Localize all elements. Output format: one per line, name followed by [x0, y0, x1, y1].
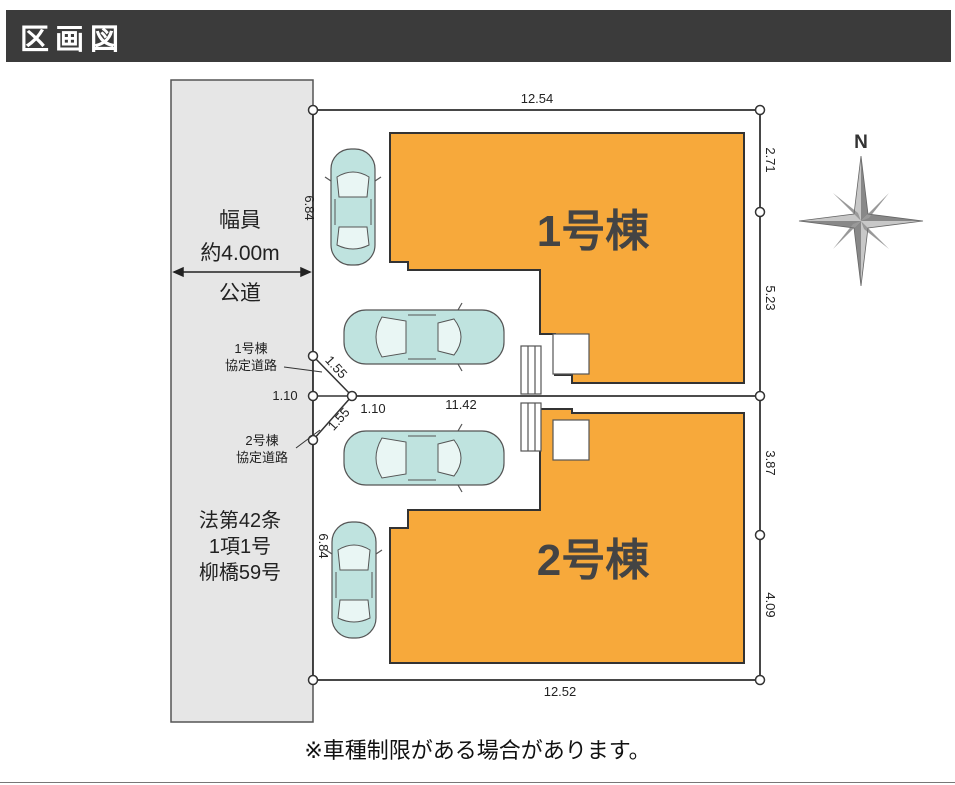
dim-left-lower: 6.84 [316, 533, 331, 558]
lot-2-label: 2号棟 [537, 536, 650, 585]
road-legal-line-3: 柳橋59号 [199, 561, 281, 584]
easement-2-leader [295, 429, 321, 449]
easement-1-line-2: 協定道路 [225, 358, 277, 373]
entrance-steps-1 [520, 333, 590, 395]
header-bar: 区画図 [6, 10, 951, 62]
easement-2-line-2: 協定道路 [236, 450, 288, 465]
compass-north-label: N [854, 132, 868, 153]
car-parking-1b [343, 302, 505, 372]
dim-corner-left: 1.10 [272, 388, 297, 403]
dim-corner-right: 1.10 [360, 401, 385, 416]
public-road [170, 79, 314, 723]
vehicle-restriction-note: ※車種制限がある場合があります。 [304, 739, 651, 764]
page-title: 区画図 [20, 22, 126, 56]
dim-top: 12.54 [521, 91, 554, 106]
compass-rose-icon [798, 155, 924, 287]
lot-1-label: 1号棟 [537, 207, 650, 256]
easement-2-line-1: 2号棟 [245, 433, 278, 448]
entrance-steps-2 [520, 402, 590, 461]
car-parking-2a [343, 423, 505, 493]
building-lot-2 [389, 408, 745, 664]
car-parking-2b [325, 521, 383, 639]
dim-right-2: 5.23 [763, 285, 778, 310]
road-width-arrow [172, 266, 312, 278]
easement-1-leader [283, 366, 323, 373]
road-width-value: 約4.00m [200, 242, 279, 265]
car-parking-1a [324, 148, 382, 266]
dim-left-upper: 6.84 [302, 195, 317, 220]
easement-1-line-1: 1号棟 [234, 341, 267, 356]
dim-middle: 11.42 [445, 397, 477, 412]
easement-line-lower [312, 395, 353, 441]
road-type-label: 公道 [219, 282, 261, 305]
road-width-label: 幅員 [219, 209, 261, 232]
dim-right-1: 2.71 [763, 147, 778, 172]
bottom-divider [0, 782, 955, 783]
dim-right-4: 4.09 [763, 592, 778, 617]
road-legal-line-1: 法第42条 [199, 509, 281, 532]
dim-bottom: 12.52 [544, 684, 577, 699]
easement-line-upper [312, 355, 353, 397]
road-legal-line-2: 1項1号 [209, 536, 271, 558]
boundary-markers [307, 104, 766, 686]
dim-right-3: 3.87 [763, 450, 778, 475]
